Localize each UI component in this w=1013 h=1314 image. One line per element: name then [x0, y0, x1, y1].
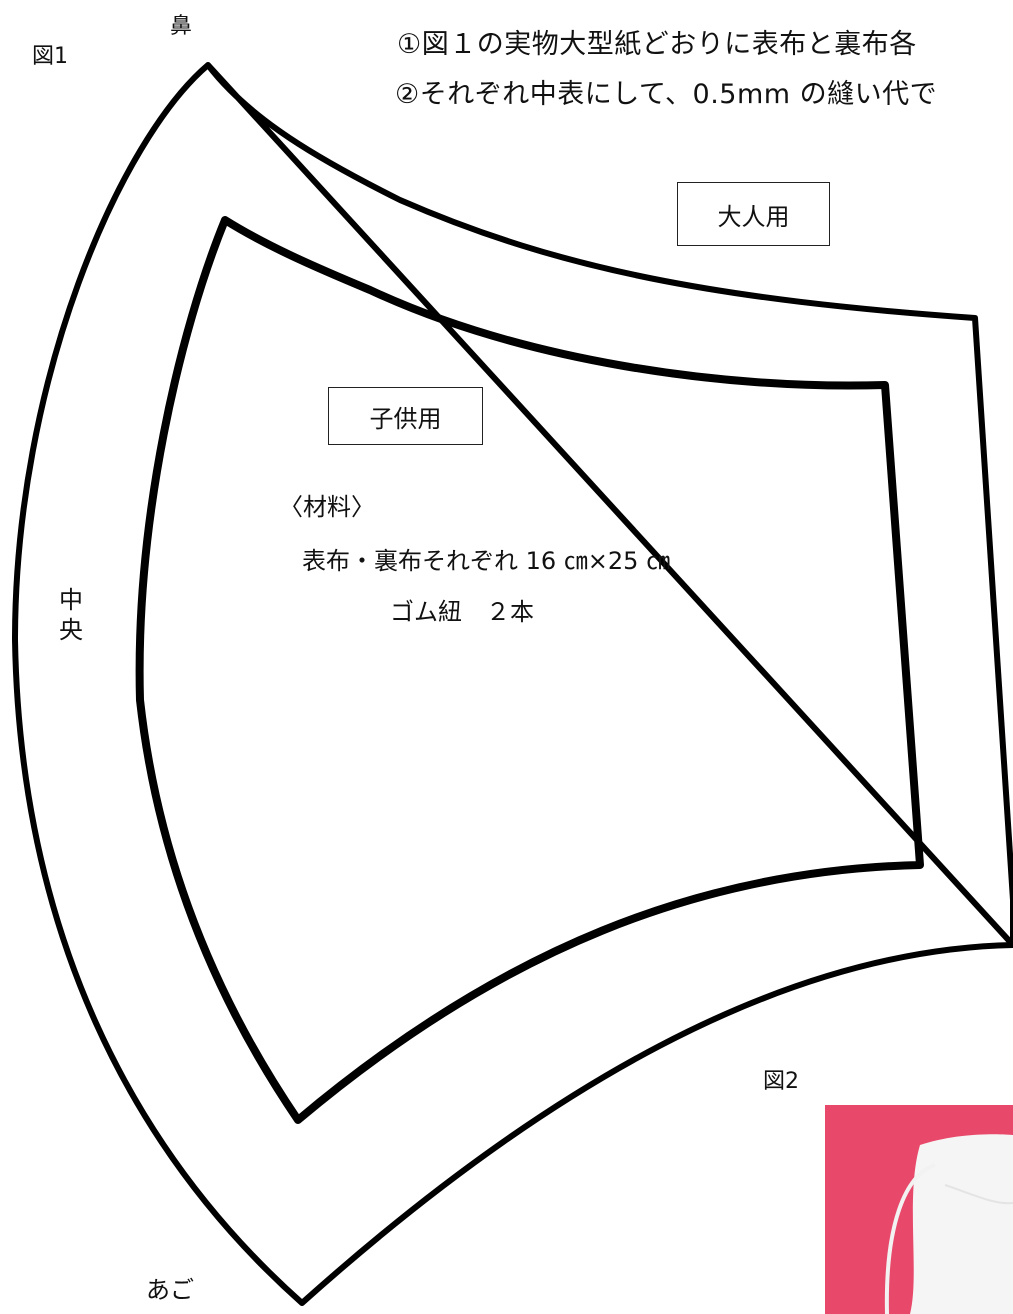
- materials-heading: 〈材料〉: [279, 493, 375, 521]
- figure1-label: 図1: [32, 44, 68, 69]
- instruction-step-2: ②それぞれ中表にして、0.5mm の縫い代で: [395, 79, 938, 110]
- mask-photo: [825, 1105, 1013, 1314]
- center-label-char-1: 中: [59, 586, 83, 614]
- materials-fabric: 表布・裏布それぞれ 16 ㎝×25 ㎝: [302, 547, 671, 575]
- child-size-box: 子供用: [328, 387, 483, 445]
- adult-pattern-outline: [12, 62, 1013, 1306]
- figure2-label: 図2: [763, 1069, 799, 1094]
- materials-elastic: ゴム紐 ２本: [390, 598, 534, 626]
- child-size-label: 子供用: [369, 404, 442, 433]
- adult-size-label: 大人用: [717, 202, 790, 231]
- child-pattern-outline: [135, 216, 924, 1124]
- center-label: 中 央: [56, 585, 86, 645]
- adult-size-box: 大人用: [677, 182, 830, 246]
- chin-label: あご: [146, 1276, 194, 1304]
- instruction-step-1: ①図１の実物大型紙どおりに表布と裏布各: [397, 29, 917, 60]
- mask-photo-illustration: [884, 1134, 1013, 1314]
- nose-label: 鼻: [170, 14, 193, 39]
- center-label-char-2: 央: [59, 616, 83, 644]
